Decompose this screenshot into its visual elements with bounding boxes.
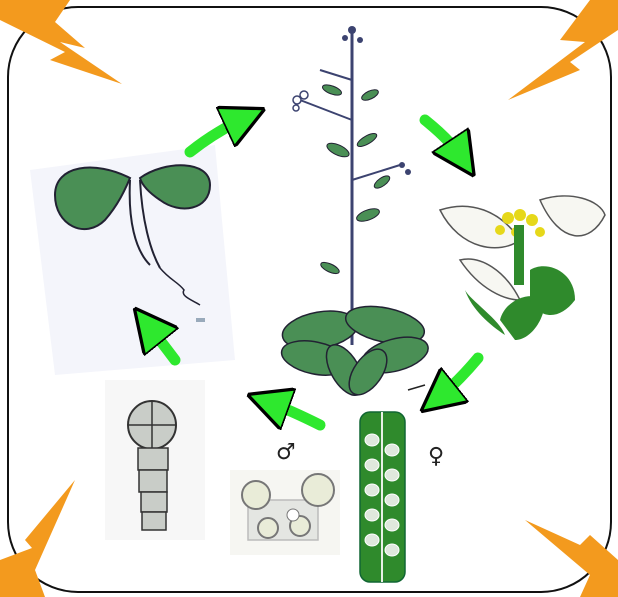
arrow-flower-to-silique — [438, 358, 478, 398]
rosette-leaves — [278, 300, 432, 401]
embryo-illustration — [105, 380, 205, 540]
arrow-silique-to-pollen — [268, 402, 320, 425]
arrow-seedling-to-plant — [190, 118, 245, 152]
seedling-illustration — [30, 145, 235, 375]
flower-illustration — [440, 196, 605, 340]
silique-illustration — [360, 385, 425, 582]
male-symbol: ♂ — [276, 440, 296, 465]
adult-plant-illustration — [278, 26, 432, 401]
arrow-plant-to-flower — [425, 120, 462, 158]
lightning-icon-bottom-left — [0, 480, 75, 597]
pollen-grains-illustration — [230, 470, 340, 555]
lightning-icon-top-right — [508, 0, 618, 100]
female-symbol: ♀ — [428, 444, 444, 469]
